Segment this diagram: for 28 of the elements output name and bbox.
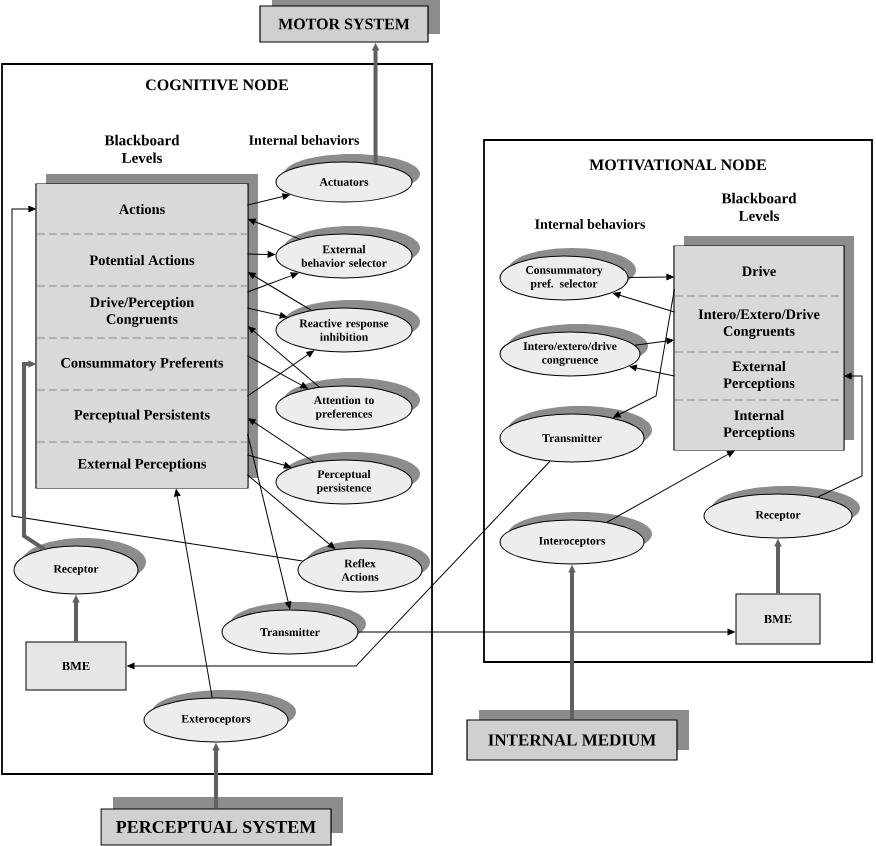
arrow: [248, 218, 300, 240]
arrow: [358, 628, 735, 636]
arrow: [247, 355, 308, 389]
arrow: [248, 418, 315, 463]
arrow: [127, 460, 551, 670]
arrow: [247, 454, 292, 469]
arrow: [247, 474, 336, 549]
arrow: [22, 360, 45, 551]
arrow: [613, 291, 675, 313]
system-box: PERCEPTUAL SYSTEM: [100, 797, 343, 846]
system-box: MOTOR SYSTEM: [259, 0, 440, 43]
arrow: [628, 273, 674, 281]
arrow: [11, 205, 304, 562]
arrow: [247, 251, 275, 258]
arrow: [817, 372, 863, 498]
arrow: [247, 307, 287, 319]
arrow: [248, 272, 312, 311]
arrow: [247, 193, 290, 206]
arrow: [613, 288, 675, 418]
arrow: [606, 450, 735, 523]
arrow: [247, 433, 292, 609]
arrow: [247, 272, 299, 293]
arrow: [629, 364, 675, 377]
arrow: [247, 350, 314, 397]
arrow: [174, 489, 213, 699]
arrow: [634, 337, 674, 346]
arrow: [248, 326, 320, 388]
system-box: INTERNAL MEDIUM: [466, 710, 689, 761]
